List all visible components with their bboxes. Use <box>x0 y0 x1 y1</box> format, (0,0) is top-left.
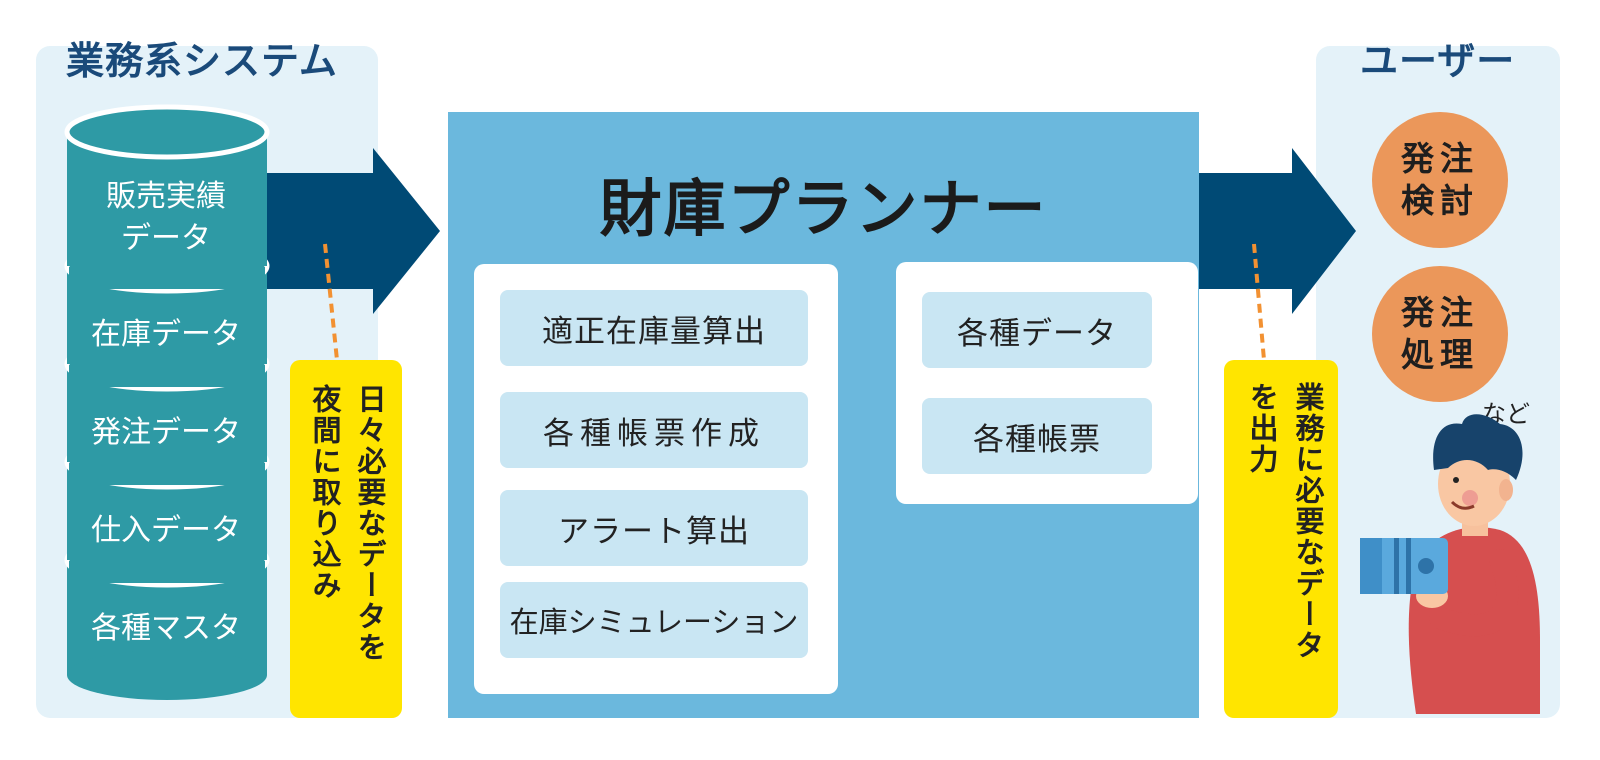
output-note-text-2: を出力 <box>1245 382 1279 475</box>
cylinder-label-master: 各種マスタ <box>91 611 241 646</box>
input-note-text-1: 日々必要なデータを <box>353 384 387 663</box>
action-label: 発注 <box>1401 139 1479 178</box>
output-chip: 各種帳票 <box>922 398 1152 474</box>
action-label: 処理 <box>1401 335 1479 374</box>
input-arrow <box>262 148 440 314</box>
action-circle-process: 発注 処理 <box>1372 266 1508 402</box>
function-chip: 在庫シミュレーション <box>500 582 808 658</box>
input-note-text-2: 夜間に取り込み <box>308 384 342 601</box>
cylinder-label-sales: 販売実績 データ <box>106 179 226 256</box>
input-note <box>290 360 402 718</box>
action-circle-review: 発注 検討 <box>1372 112 1508 248</box>
cylinder-label-inventory: 在庫データ <box>91 317 241 352</box>
cylinder-label-purchase: 仕入データ <box>91 513 241 548</box>
function-chip: 適正在庫量算出 <box>500 290 808 366</box>
action-label: 検討 <box>1401 181 1479 220</box>
function-chip: アラート算出 <box>500 490 808 566</box>
user-heading: ユーザー <box>1360 39 1516 83</box>
output-arrow <box>1199 148 1356 314</box>
output-chip: 各種データ <box>922 292 1152 368</box>
output-note-text-1: 業務に必要なデータ <box>1291 382 1325 661</box>
action-label: 発注 <box>1401 293 1479 332</box>
business-system-heading: 業務系システム <box>66 39 338 83</box>
output-note <box>1224 360 1338 718</box>
planner-title: 財庫プランナー <box>599 172 1048 245</box>
cylinder-label-order: 発注データ <box>91 415 241 450</box>
function-chip: 各種帳票作成 <box>500 392 808 468</box>
